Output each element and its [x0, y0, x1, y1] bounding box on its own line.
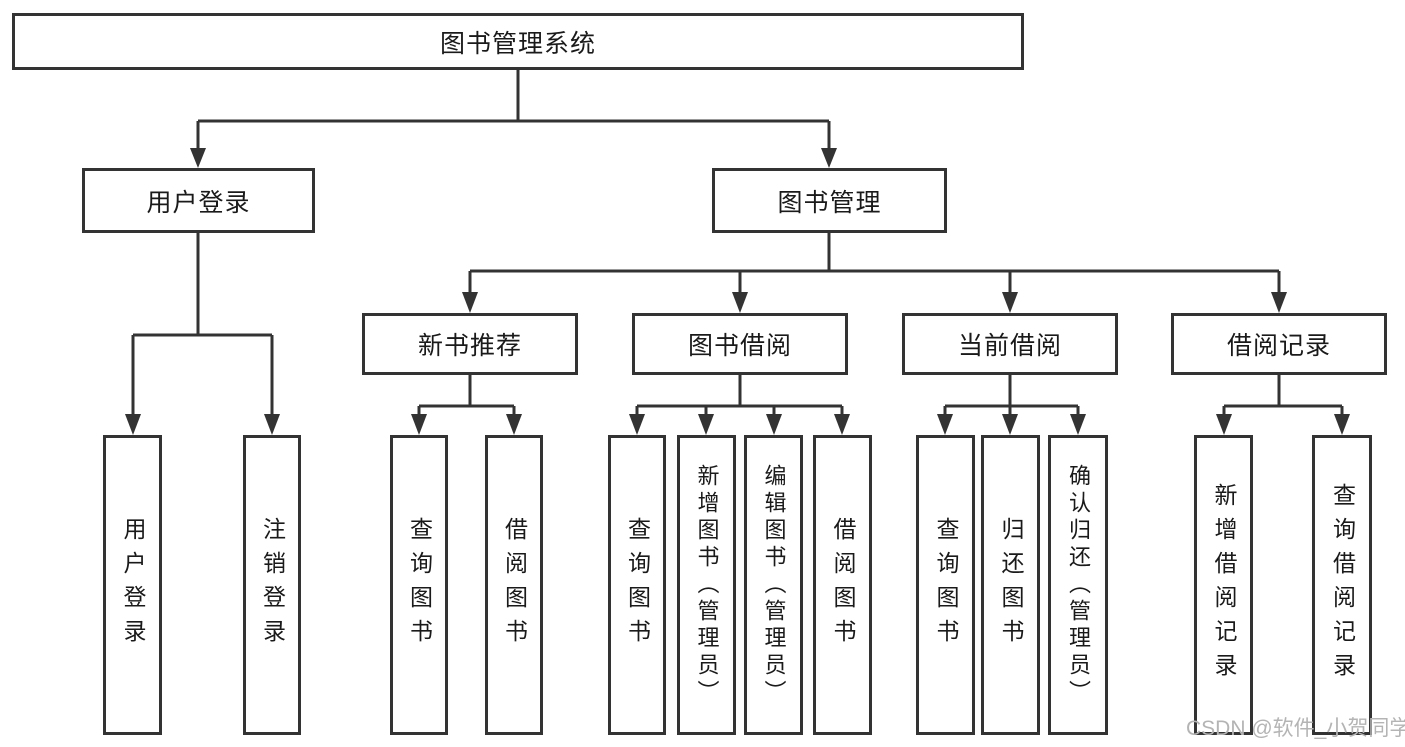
node-new-book-recommend-label: 新书推荐 — [417, 332, 522, 360]
node-book-borrow: 图书借阅 — [632, 313, 848, 375]
node-user-login: 用户登录 — [82, 168, 315, 233]
node-user-login-label: 用户登录 — [146, 188, 251, 217]
leaf-query-book-recommend: 查询图书 — [390, 435, 448, 735]
leaf-logout: 注销登录 — [243, 435, 301, 735]
leaf-query-book-current-label: 查询图书 — [933, 517, 959, 653]
node-root: 图书管理系统 — [12, 13, 1024, 70]
node-book-borrow-label: 图书借阅 — [687, 332, 792, 360]
leaf-add-borrow-record-label: 新增借阅记录 — [1211, 483, 1237, 687]
leaf-confirm-return-admin-label: 确认归还（管理员） — [1066, 463, 1091, 707]
leaf-add-borrow-record: 新增借阅记录 — [1194, 435, 1253, 735]
leaf-edit-book-admin-label: 编辑图书（管理员） — [761, 463, 787, 707]
leaf-query-borrow-record: 查询借阅记录 — [1312, 435, 1372, 735]
leaf-query-book-borrow: 查询图书 — [608, 435, 666, 735]
leaf-logout-label: 注销登录 — [259, 517, 286, 653]
node-current-borrow-label: 当前借阅 — [957, 332, 1062, 360]
leaf-user-login: 用户登录 — [103, 435, 162, 735]
leaf-query-book-current: 查询图书 — [916, 435, 975, 735]
leaf-borrow-book-recommend-label: 借阅图书 — [501, 517, 528, 653]
leaf-confirm-return-admin: 确认归还（管理员） — [1048, 435, 1108, 735]
leaf-query-book-recommend-label: 查询图书 — [406, 517, 433, 653]
node-current-borrow: 当前借阅 — [902, 313, 1118, 375]
node-borrow-records: 借阅记录 — [1171, 313, 1387, 375]
leaf-add-book-admin-label: 新增图书（管理员） — [694, 463, 720, 707]
node-new-book-recommend: 新书推荐 — [362, 313, 578, 375]
leaf-borrow-book-recommend: 借阅图书 — [485, 435, 543, 735]
leaf-borrow-book-2: 借阅图书 — [813, 435, 872, 735]
leaf-return-book: 归还图书 — [981, 435, 1040, 735]
node-book-management-label: 图书管理 — [777, 188, 882, 217]
node-borrow-records-label: 借阅记录 — [1226, 332, 1331, 360]
leaf-query-book-borrow-label: 查询图书 — [624, 517, 651, 653]
leaf-borrow-book-2-label: 借阅图书 — [830, 517, 856, 653]
node-root-label: 图书管理系统 — [439, 29, 596, 58]
watermark: CSDN @软件_小贺同学 — [1186, 717, 1405, 740]
node-book-management: 图书管理 — [712, 168, 947, 233]
leaf-user-login-label: 用户登录 — [120, 517, 146, 653]
leaf-return-book-label: 归还图书 — [998, 517, 1024, 653]
leaf-add-book-admin: 新增图书（管理员） — [677, 435, 736, 735]
leaf-query-borrow-record-label: 查询借阅记录 — [1329, 483, 1356, 687]
leaf-edit-book-admin: 编辑图书（管理员） — [744, 435, 803, 735]
